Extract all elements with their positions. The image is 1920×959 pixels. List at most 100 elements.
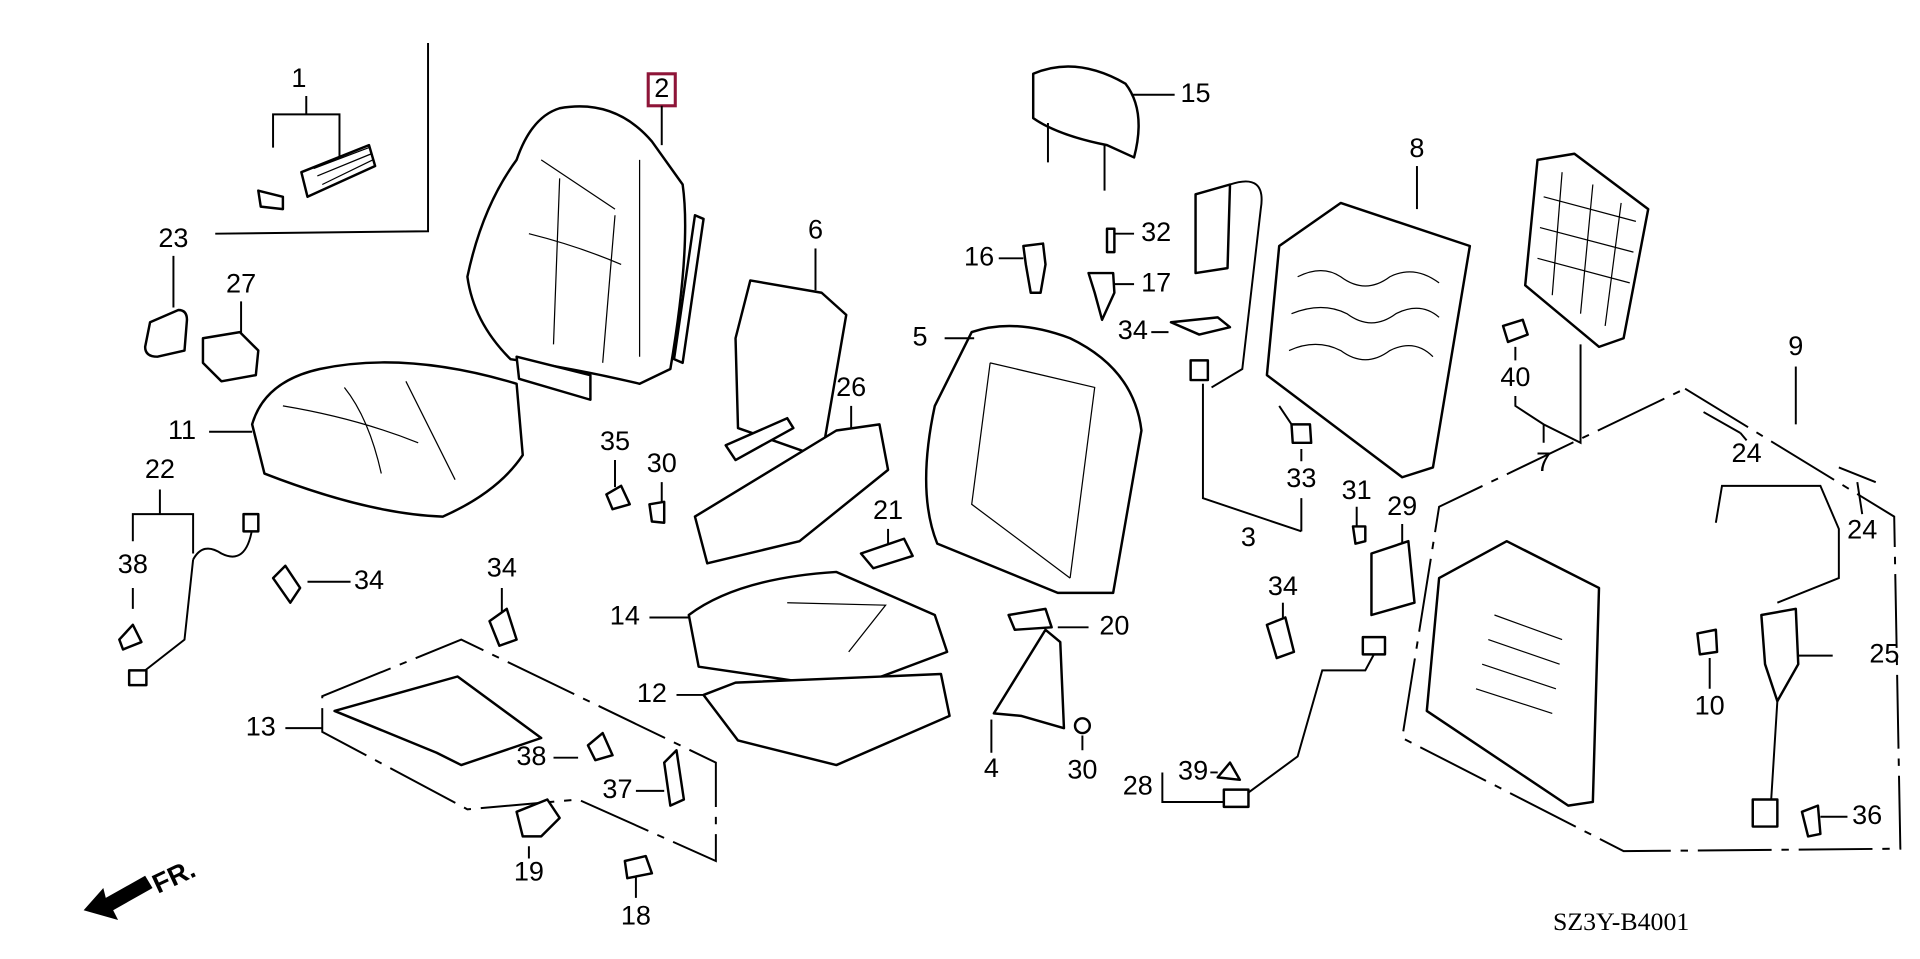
callout-label[interactable]: 7 xyxy=(1536,447,1551,477)
part-11-cushion-cover[interactable] xyxy=(250,361,524,518)
part-29-bracket[interactable] xyxy=(1370,539,1416,617)
callout-label[interactable]: 10 xyxy=(1695,690,1725,720)
part-27-switch[interactable] xyxy=(201,330,260,383)
callout-label[interactable]: 25 xyxy=(1869,639,1899,669)
callout-label[interactable]: 20 xyxy=(1099,610,1129,640)
callout-label[interactable]: 11 xyxy=(168,415,196,445)
part-12-cushion-frame[interactable] xyxy=(702,672,951,767)
part-19-hook[interactable] xyxy=(515,798,561,838)
callout-label[interactable]: 27 xyxy=(226,269,256,299)
callout-label[interactable]: 6 xyxy=(808,214,823,244)
callout-label[interactable]: 12 xyxy=(637,678,667,708)
callout-label[interactable]: 38 xyxy=(118,549,148,579)
callout-label[interactable]: 38 xyxy=(516,741,546,771)
part-31-bolt[interactable] xyxy=(1351,525,1367,545)
callout-label[interactable]: 14 xyxy=(610,601,640,631)
callout-label[interactable]: 30 xyxy=(647,448,677,478)
callout-label[interactable]: 23 xyxy=(158,223,188,253)
part-20-cover[interactable] xyxy=(1007,607,1053,631)
callout-label[interactable]: 5 xyxy=(913,321,928,351)
callout-label[interactable]: 35 xyxy=(600,426,630,456)
callout-label[interactable]: 31 xyxy=(1342,475,1372,505)
part-1-clip[interactable] xyxy=(257,189,285,211)
callout-label[interactable]: 13 xyxy=(246,711,276,741)
part-17-guide[interactable] xyxy=(1087,271,1116,322)
callout-label[interactable]: 8 xyxy=(1409,133,1424,163)
part-15-headrest[interactable] xyxy=(1031,65,1140,159)
part-34-clip[interactable] xyxy=(488,607,518,647)
part-32-screw[interactable] xyxy=(1105,227,1116,254)
part-34-clip[interactable] xyxy=(1265,616,1296,660)
part-38-clip[interactable] xyxy=(586,731,614,762)
callout-label[interactable]: 17 xyxy=(1141,267,1171,297)
callout-label[interactable]: 2 xyxy=(654,73,669,103)
part-10-bolt[interactable] xyxy=(1696,628,1719,656)
part-5-back-pad[interactable] xyxy=(924,324,1143,595)
part-16-guide[interactable] xyxy=(1022,242,1047,294)
callout-label[interactable]: 34 xyxy=(354,565,384,595)
cover-strip xyxy=(672,214,705,365)
part-18-cap[interactable] xyxy=(623,854,654,880)
connector xyxy=(242,512,260,533)
part-6-panel[interactable] xyxy=(734,279,848,459)
callout-label[interactable]: 4 xyxy=(984,753,999,783)
callout-label[interactable]: 30 xyxy=(1067,754,1097,784)
part-14-cushion-pad[interactable] xyxy=(687,570,949,691)
callout-label[interactable]: 24 xyxy=(1732,438,1762,468)
part-26-side-trim[interactable] xyxy=(693,423,890,565)
callout-label[interactable]: 33 xyxy=(1286,463,1316,493)
callout-label[interactable]: 28 xyxy=(1123,770,1153,800)
callout-label[interactable]: 19 xyxy=(514,856,544,886)
part-28-harness[interactable] xyxy=(1241,653,1375,798)
part-3-module[interactable] xyxy=(1194,183,1232,275)
part-34-clip[interactable] xyxy=(271,564,302,604)
part-23-bezel[interactable] xyxy=(143,308,189,358)
callout-label[interactable]: 37 xyxy=(602,774,632,804)
part-25-motor[interactable] xyxy=(1760,607,1800,703)
part-37-clip[interactable] xyxy=(662,749,686,807)
part-24-springs[interactable] xyxy=(1703,411,1877,484)
leaders-20-30 xyxy=(1057,626,1089,751)
callout-label[interactable]: 26 xyxy=(836,372,866,402)
part-34-clip[interactable] xyxy=(1169,316,1232,336)
part-8-back-frame[interactable] xyxy=(1265,201,1472,479)
part-30-screw[interactable] xyxy=(1073,717,1092,735)
part-9-cushion-frame[interactable] xyxy=(1425,539,1601,807)
callout-label[interactable]: 21 xyxy=(873,495,903,525)
callout-label[interactable]: 34 xyxy=(487,553,517,583)
cushion-stitching xyxy=(282,381,456,480)
part-38-clip[interactable] xyxy=(118,623,143,651)
callout-label[interactable]: 15 xyxy=(1181,78,1211,108)
callout-label[interactable]: 39 xyxy=(1178,756,1208,786)
part-36-clip[interactable] xyxy=(1800,804,1822,838)
leader-1 xyxy=(272,95,341,160)
callout-label[interactable]: 24 xyxy=(1847,515,1877,545)
part-21-clip[interactable] xyxy=(859,537,914,570)
part-22-harness[interactable] xyxy=(144,528,254,672)
callout-label[interactable]: 29 xyxy=(1387,491,1417,521)
connector xyxy=(1361,635,1387,656)
part-6-wire xyxy=(724,416,795,462)
spring-detail xyxy=(313,147,373,186)
callout-label[interactable]: 3 xyxy=(1241,522,1256,552)
part-39-clip[interactable] xyxy=(1216,761,1242,782)
callout-label[interactable]: 34 xyxy=(1118,315,1148,345)
part-4-bracket[interactable] xyxy=(992,628,1066,730)
part-2-seatback-cover[interactable] xyxy=(466,105,687,385)
callout-label[interactable]: 1 xyxy=(291,63,306,93)
callout-label[interactable]: 36 xyxy=(1852,800,1882,830)
leaders-10-24 xyxy=(1708,432,1864,689)
part-40-clip[interactable] xyxy=(1501,318,1529,344)
part-33-grommet[interactable] xyxy=(1290,423,1313,445)
part-35-nut[interactable] xyxy=(605,484,631,511)
callout-label[interactable]: 16 xyxy=(964,241,994,271)
callout-label[interactable]: 34 xyxy=(1268,571,1298,601)
callout-label[interactable]: 18 xyxy=(621,901,651,931)
part-1-spring[interactable] xyxy=(300,143,377,199)
part-30-bolt[interactable] xyxy=(648,500,666,524)
callout-label[interactable]: 22 xyxy=(145,454,175,484)
callout-label[interactable]: 40 xyxy=(1500,362,1530,392)
part-13-mat[interactable] xyxy=(333,675,543,767)
callout-label[interactable]: 32 xyxy=(1141,217,1171,247)
callout-label[interactable]: 9 xyxy=(1788,331,1803,361)
